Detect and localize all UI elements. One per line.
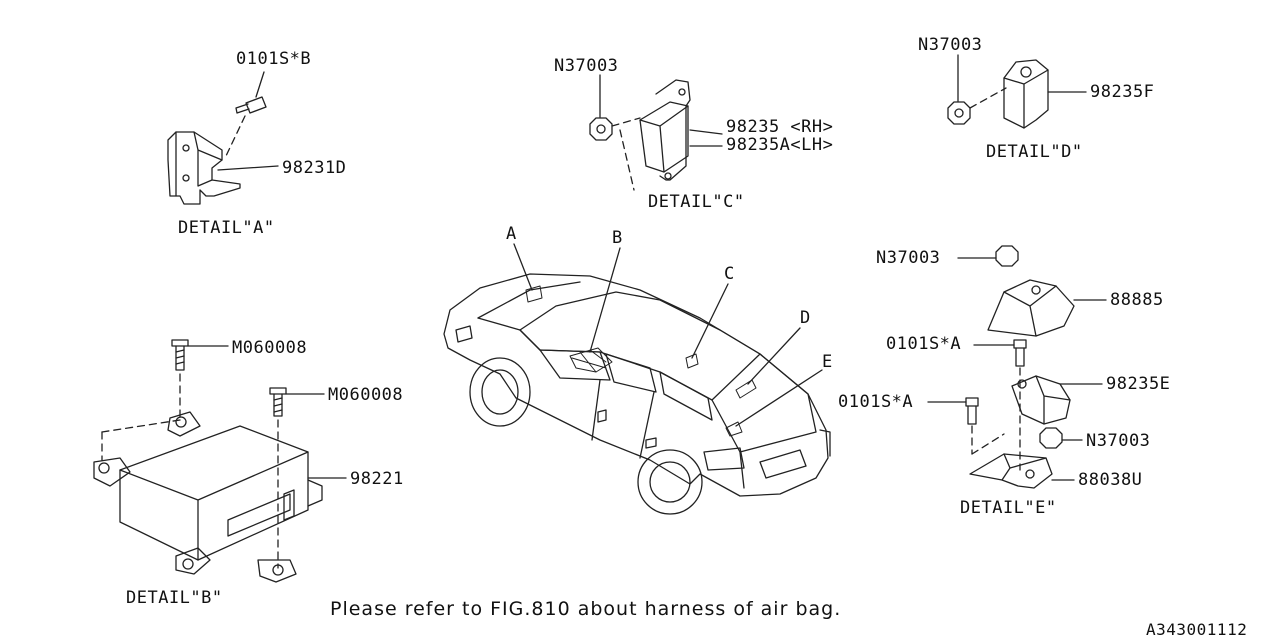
car-callout-b: B — [612, 228, 623, 248]
detail-d-illustration — [947, 54, 1087, 129]
label-c-part-lh: 98235A<LH> — [726, 135, 834, 155]
label-e-nut-mid: N37003 — [1086, 431, 1151, 451]
detail-e-illustration — [927, 245, 1107, 489]
label-a-part: 98231D — [282, 158, 347, 178]
label-e-nut-top: N37003 — [876, 248, 941, 268]
label-detail-c: DETAIL"C" — [648, 192, 745, 212]
label-b-bolt2: M060008 — [328, 385, 404, 405]
figure-code: A343001112 — [1146, 620, 1248, 639]
detail-a-illustration — [167, 71, 279, 205]
label-d-nut: N37003 — [918, 35, 983, 55]
label-e-bolt1: 0101S*A — [886, 334, 962, 354]
label-e-bolt2: 0101S*A — [838, 392, 914, 412]
label-b-part: 98221 — [350, 469, 404, 489]
label-a-fastener: 0101S*B — [236, 49, 312, 69]
label-detail-a: DETAIL"A" — [178, 218, 275, 238]
label-e-sensor: 98235E — [1106, 374, 1171, 394]
car-callout-d: D — [800, 308, 811, 328]
label-e-bracket: 88038U — [1078, 470, 1143, 490]
detail-c-illustration — [589, 74, 723, 191]
label-detail-e: DETAIL"E" — [960, 498, 1057, 518]
detail-b-illustration — [93, 339, 347, 583]
label-detail-d: DETAIL"D" — [986, 142, 1083, 162]
label-b-bolt1: M060008 — [232, 338, 308, 358]
car-callout-a: A — [506, 224, 517, 244]
car-illustration — [443, 243, 831, 515]
label-detail-b: DETAIL"B" — [126, 588, 223, 608]
label-c-nut: N37003 — [554, 56, 619, 76]
label-d-part: 98235F — [1090, 82, 1155, 102]
car-callout-c: C — [724, 264, 735, 284]
harness-note: Please refer to FIG.810 about harness of… — [330, 598, 842, 620]
car-callout-e: E — [822, 352, 833, 372]
label-c-part-rh: 98235 <RH> — [726, 117, 834, 137]
label-e-cover: 88885 — [1110, 290, 1164, 310]
